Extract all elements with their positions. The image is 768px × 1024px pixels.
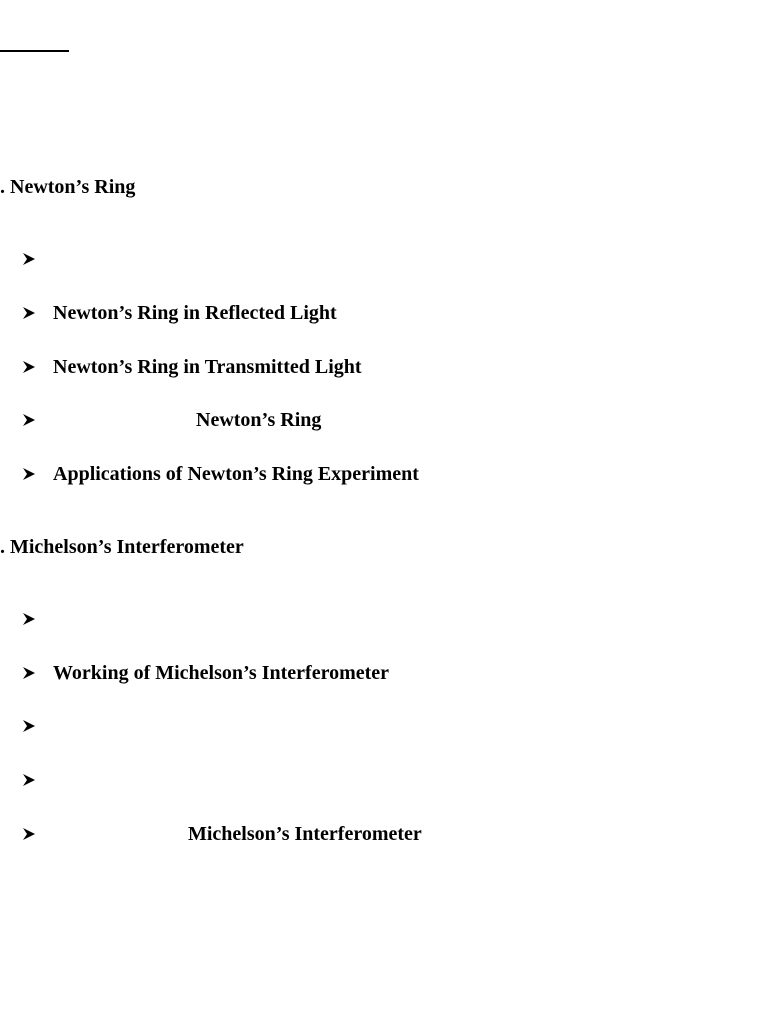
section-number: 3. <box>0 536 5 558</box>
list-item-text: Newton’s Ring in Reflected Light <box>53 302 337 324</box>
arrowhead-bullet-icon <box>22 462 40 486</box>
list-item <box>22 247 40 271</box>
list-item-text: Michelson’s Interferometer <box>188 823 422 845</box>
list-item-text: Newton’s Ring in Transmitted Light <box>53 356 362 378</box>
list-item <box>22 607 40 631</box>
list-item: Working of Michelson’s Interferometer <box>22 661 389 685</box>
arrowhead-bullet-icon <box>22 714 40 738</box>
list-item: Michelson’s Interferometer <box>22 822 422 846</box>
arrowhead-bullet-icon <box>22 661 40 685</box>
arrowhead-bullet-icon <box>22 247 40 271</box>
arrowhead-bullet-icon <box>22 822 40 846</box>
arrowhead-bullet-icon <box>22 408 40 432</box>
list-item: Newton’s Ring <box>22 408 321 432</box>
arrowhead-bullet-icon <box>22 355 40 379</box>
list-item-text: Newton’s Ring <box>196 409 322 431</box>
list-item-text: Working of Michelson’s Interferometer <box>53 662 390 684</box>
arrowhead-bullet-icon <box>22 768 40 792</box>
arrowhead-bullet-icon <box>22 607 40 631</box>
arrowhead-bullet-icon <box>22 301 40 325</box>
list-item: Applications of Newton’s Ring Experiment <box>22 462 419 486</box>
section-heading-newtons-ring: 2. Newton’s Ring <box>0 175 135 199</box>
list-item-text: Applications of Newton’s Ring Experiment <box>53 463 419 485</box>
section-number: 2. <box>0 176 5 198</box>
list-item: Newton’s Ring in Transmitted Light <box>22 355 362 379</box>
heading-underline <box>0 50 69 52</box>
list-item <box>22 714 40 738</box>
list-item: Newton’s Ring in Reflected Light <box>22 301 337 325</box>
section-title: Newton’s Ring <box>10 176 136 198</box>
section-heading-michelsons-interferometer: 3. Michelson’s Interferometer <box>0 535 244 559</box>
section-title: Michelson’s Interferometer <box>10 536 244 558</box>
list-item <box>22 768 40 792</box>
